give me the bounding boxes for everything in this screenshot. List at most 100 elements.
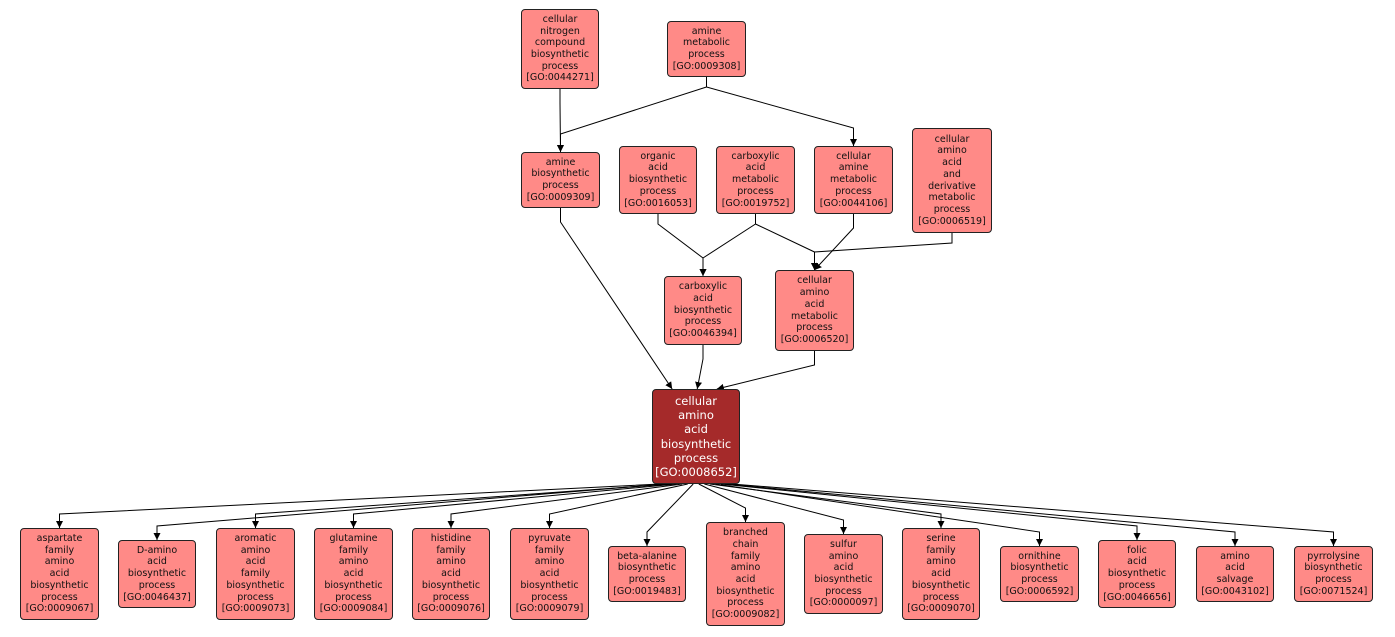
node-label-line: process: [933, 203, 971, 215]
go-id-label: [GO:0009309]: [526, 191, 595, 203]
node-label-line: metabolic: [791, 310, 838, 322]
node-label-line: process: [1021, 574, 1058, 585]
go-id-label: [GO:0006592]: [1005, 585, 1074, 597]
node-label-line: family: [436, 544, 466, 556]
node-label-line: chain: [732, 538, 759, 550]
go-id-label: [GO:0009076]: [417, 603, 485, 615]
edge-n0008652-to-n0019483: [643, 483, 694, 546]
go-id-label: [GO:0016053]: [624, 197, 692, 209]
node-label-line: acid: [931, 568, 951, 580]
node-label-line: amino: [730, 562, 761, 574]
edge-n0046394-to-n0008652: [695, 345, 704, 390]
node-label-line: amino: [534, 556, 565, 568]
node-label-line: cellular: [797, 275, 832, 287]
edge-n0008652-to-n0000097: [704, 483, 847, 534]
node-label-line: cellular: [542, 13, 578, 25]
node-label-line: cellular: [836, 150, 871, 162]
node-label-line: acid: [539, 568, 560, 580]
node-label-line: acid: [245, 556, 266, 568]
node-label-line: acid: [684, 422, 708, 437]
node-label-line: process: [1118, 579, 1156, 591]
go-id-label: [GO:0009073]: [221, 603, 290, 615]
node-label-line: process: [835, 185, 872, 197]
node-label-line: acid: [648, 162, 668, 174]
node-label-line: family: [534, 544, 565, 556]
go-id-label: [GO:0008652]: [655, 465, 737, 480]
node-label-line: amine: [838, 162, 869, 174]
node-label-line: acid: [745, 162, 766, 174]
go-id-label: [GO:0071524]: [1299, 585, 1368, 597]
go-id-label: [GO:0019752]: [721, 197, 790, 209]
go-id-label: [GO:0044106]: [819, 197, 888, 209]
node-label-line: process: [41, 591, 78, 603]
node-label-line: family: [44, 544, 75, 556]
node-label-line: process: [628, 574, 666, 585]
edge-n0016053-to-n0046394: [657, 214, 707, 276]
node-label-line: process: [1315, 574, 1352, 585]
node-label-line: amino: [799, 287, 830, 299]
node-label-line: process: [796, 322, 833, 334]
go-id-label: [GO:0006520]: [780, 333, 849, 345]
node-label-line: amino: [678, 407, 714, 422]
node-label-line: acid: [147, 556, 167, 568]
node-label-line: biosynthetic: [531, 168, 590, 180]
node-label-line: family: [338, 544, 369, 556]
node-label-line: acid: [942, 157, 962, 169]
node-label-line: amino: [1220, 550, 1250, 562]
node-label-line: biosynthetic: [324, 579, 383, 591]
edge-n0008652-to-n0009070: [709, 483, 945, 528]
node-label-line: process: [542, 180, 579, 191]
node-label-line: biosynthetic: [716, 585, 775, 597]
node-label-line: acid: [1225, 562, 1245, 574]
edge-n0006519-to-n0006520: [811, 233, 953, 270]
node-label-line: glutamine: [329, 533, 378, 545]
edge-n0008652-to-n0046656: [720, 483, 1141, 540]
node-label-line: amine: [545, 156, 576, 168]
node-label-line: amino: [338, 556, 369, 568]
node-label-line: biosynthetic: [660, 436, 732, 451]
node-label-line: acid: [49, 568, 70, 580]
node-label-line: biosynthetic: [673, 304, 733, 316]
edge-n0008652-to-n0071524: [732, 483, 1337, 546]
node-label-line: acid: [804, 298, 825, 310]
go-id-label: [GO:0046394]: [669, 328, 737, 340]
node-label-line: amino: [44, 556, 75, 568]
node-label-line: folic: [1127, 544, 1147, 556]
node-label-line: acid: [1127, 556, 1147, 568]
node-label-line: biosynthetic: [520, 579, 579, 591]
go-id-label: [GO:0009084]: [319, 603, 388, 615]
edge-n0008652-to-n0009079: [546, 483, 688, 528]
node-label-line: biosynthetic: [628, 174, 688, 186]
node-label-line: carboxylic: [731, 150, 780, 162]
go-id-label: [GO:0009079]: [515, 603, 584, 615]
go-id-label: [GO:0046656]: [1103, 591, 1171, 603]
node-label-line: amino: [828, 550, 859, 562]
node-label-line: cellular: [674, 393, 718, 408]
node-label-line: pyruvate: [528, 533, 571, 545]
go-id-label: [GO:0044271]: [526, 72, 594, 84]
